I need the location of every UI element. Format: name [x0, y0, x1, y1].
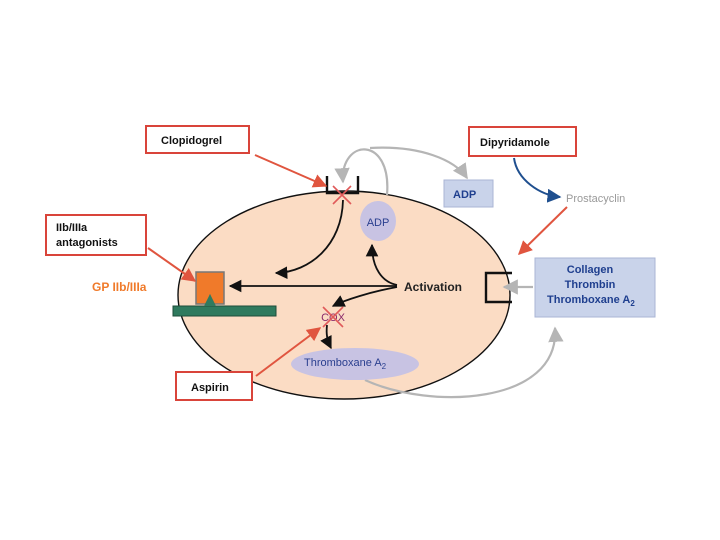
activation-to-adp-arrow: [365, 243, 398, 286]
adp-inside-label: ADP: [367, 217, 390, 229]
prostacyclin-label: Prostacyclin: [566, 193, 625, 205]
activation-label: Activation: [404, 280, 462, 294]
dipyridamole-box: [468, 126, 577, 157]
clopidogrel-box: [145, 125, 250, 154]
agonist-thromboxane: Thromboxane A2: [547, 294, 635, 308]
gp-antagonists-label-2: antagonists: [56, 237, 118, 249]
aspirin-box: [175, 371, 253, 401]
gp-receptor-notch: [204, 294, 216, 306]
receptor-x-mark: [332, 185, 352, 205]
agonist-receptor: [484, 271, 512, 304]
activation-to-cox-arrow: [331, 286, 398, 307]
thromboxane-inside-label: Thromboxane A2: [304, 357, 387, 371]
adp-feedback-arrow: [369, 146, 468, 180]
dipyridamole-to-prostacyclin-arrow: [513, 157, 562, 203]
gp-antagonists-box: [45, 214, 147, 256]
adp-outside-box: [443, 179, 494, 208]
thromboxane-feedback-arrow: [364, 326, 564, 399]
cox-to-thromboxane-arrow: [320, 324, 332, 350]
agonists-box: [534, 257, 656, 318]
adp-inside-blob: [360, 201, 396, 241]
platelet-cell: [177, 190, 511, 400]
aspirin-arrow: [255, 327, 322, 377]
dipyridamole-label: Dipyridamole: [480, 137, 550, 149]
agonist-collagen: Collagen: [567, 264, 614, 276]
gp-receptor-label: GP IIb/IIIa: [92, 280, 147, 294]
clopidogrel-label: Clopidogrel: [161, 135, 222, 147]
agonist-thrombin: Thrombin: [565, 279, 616, 291]
adp-outside-label: ADP: [453, 189, 476, 201]
clopidogrel-arrow: [254, 154, 328, 188]
aspirin-label: Aspirin: [191, 382, 229, 394]
membrane-bar: [172, 305, 277, 317]
thromboxane-blob: [291, 348, 419, 380]
gp-antagonists-arrow: [147, 247, 197, 282]
gp-antagonists-label-1: IIb/IIIa: [56, 222, 88, 234]
cox-x-mark: [322, 306, 344, 328]
receptor-to-gp-arrow: [274, 199, 344, 279]
adp-release-arrow: [334, 148, 389, 196]
dipyridamole-red-arrow: [517, 206, 568, 255]
